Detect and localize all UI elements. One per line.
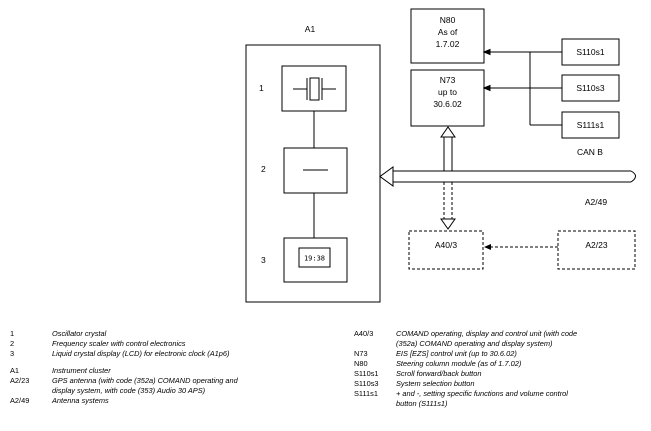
legend-key: S111s1	[354, 389, 378, 398]
a40-3-box	[408, 230, 484, 270]
legend-row: 3 Liquid crystal display (LCD) for electr…	[10, 349, 345, 359]
a2-23-box	[557, 230, 636, 270]
legend-key: 1	[10, 329, 15, 338]
can-bus-label: CAN B	[577, 147, 603, 157]
legend-key: 3	[10, 349, 15, 358]
n80-sub-1: As of	[438, 27, 458, 37]
bus-junction	[445, 172, 451, 181]
lcd-screen	[298, 247, 331, 268]
legend-key: A40/3	[354, 329, 374, 338]
lcd-box	[283, 237, 348, 283]
s110s1-label: S110s1	[576, 47, 604, 57]
legend-text: COMAND operating, display and control un…	[396, 329, 578, 338]
legend-right: A40/3 COMAND operating, display and contr…	[354, 329, 649, 409]
legend-text: Oscillator crystal	[52, 329, 107, 338]
legend-row: A40/3 COMAND operating, display and contr…	[354, 329, 649, 339]
frequency-scaler-box	[283, 147, 348, 194]
legend-row: A1 Instrument cluster	[10, 366, 345, 376]
legend-text: Antenna systems	[52, 396, 109, 405]
s110s3-label: S110s3	[576, 83, 604, 93]
legend-row: N73 EIS [EZS] control unit (up to 30.6.02…	[354, 349, 649, 359]
legend-row: button (S111s1)	[354, 399, 649, 409]
legend-key: N73	[354, 349, 368, 358]
legend-text: Instrument cluster	[52, 366, 111, 375]
legend-text: GPS antenna (with code (352a) COMAND ope…	[52, 376, 238, 385]
lcd-display-text: 19:38	[304, 255, 325, 263]
a40-dashed-link	[443, 182, 453, 220]
legend-text: button (S111s1)	[396, 399, 448, 408]
item-number-2: 2	[261, 164, 266, 174]
legend-text: Scroll forward/back button	[396, 369, 482, 378]
legend-row: N80 Steering column module (as of 1.7.02)	[354, 359, 649, 369]
legend-row: display system, with code (353) Audio 30…	[10, 386, 345, 396]
legend-row: 1 Oscillator crystal	[10, 329, 345, 339]
s111s1-label: S111s1	[577, 120, 605, 130]
legend-key: 2	[10, 339, 15, 348]
legend-text: + and -, setting specific functions and …	[396, 389, 568, 398]
legend-text: System selection button	[396, 379, 475, 388]
n73-sub-2: 30.6.02	[433, 99, 462, 109]
legend-row: 2 Frequency scaler with control electroni…	[10, 339, 345, 349]
cluster-label: A1	[305, 24, 316, 34]
legend-key: S110s1	[354, 369, 379, 378]
legend-key: A2/49	[10, 396, 30, 405]
a2-23-label: A2/23	[585, 240, 607, 250]
instrument-cluster-box	[245, 44, 381, 303]
legend-key: N80	[354, 359, 368, 368]
legend-text: Liquid crystal display (LCD) for electro…	[52, 349, 230, 358]
legend-key: A2/23	[10, 376, 30, 385]
n73-label: N73	[440, 75, 456, 85]
n80-sub-2: 1.7.02	[436, 39, 460, 49]
legend-key: A1	[10, 366, 20, 375]
legend-text: (352a) COMAND operating and display syst…	[396, 339, 553, 348]
can-bus-line	[379, 126, 636, 187]
a2-23-arrow-icon	[484, 244, 491, 250]
legend-row: S111s1 + and -, setting specific function…	[354, 389, 649, 399]
legend-row: (352a) COMAND operating and display syst…	[354, 339, 649, 349]
legend-row: A2/49 Antenna systems	[10, 396, 345, 406]
oscillator-crystal-box	[281, 65, 347, 112]
n73-box	[410, 69, 485, 127]
n73-sub-1: up to	[438, 87, 457, 97]
a40-3-label: A40/3	[435, 240, 457, 250]
n80-box	[410, 8, 485, 64]
switch-wiring	[482, 48, 562, 126]
legend-text: Steering column module (as of 1.7.02)	[396, 359, 522, 368]
a40-arrow-icon	[440, 218, 456, 230]
legend-text: Frequency scaler with control electronic…	[52, 339, 186, 348]
legend-row: A2/23 GPS antenna (with code (352a) COMAN…	[10, 376, 345, 386]
legend-left: 1 Oscillator crystal 2 Frequency scaler wi…	[10, 329, 345, 406]
legend-row: S110s3 System selection button	[354, 379, 649, 389]
n80-label: N80	[440, 15, 456, 25]
legend-key: S110s3	[354, 379, 379, 388]
legend-row: S110s1 Scroll forward/back button	[354, 369, 649, 379]
legend-text: display system, with code (353) Audio 30…	[52, 386, 206, 395]
legend-text: EIS [EZS] control unit (up to 30.6.02)	[396, 349, 517, 358]
item-number-3: 3	[261, 255, 266, 265]
crystal-symbol-icon	[293, 77, 336, 101]
a2-49-label: A2/49	[585, 197, 607, 207]
item-number-1: 1	[259, 83, 264, 93]
